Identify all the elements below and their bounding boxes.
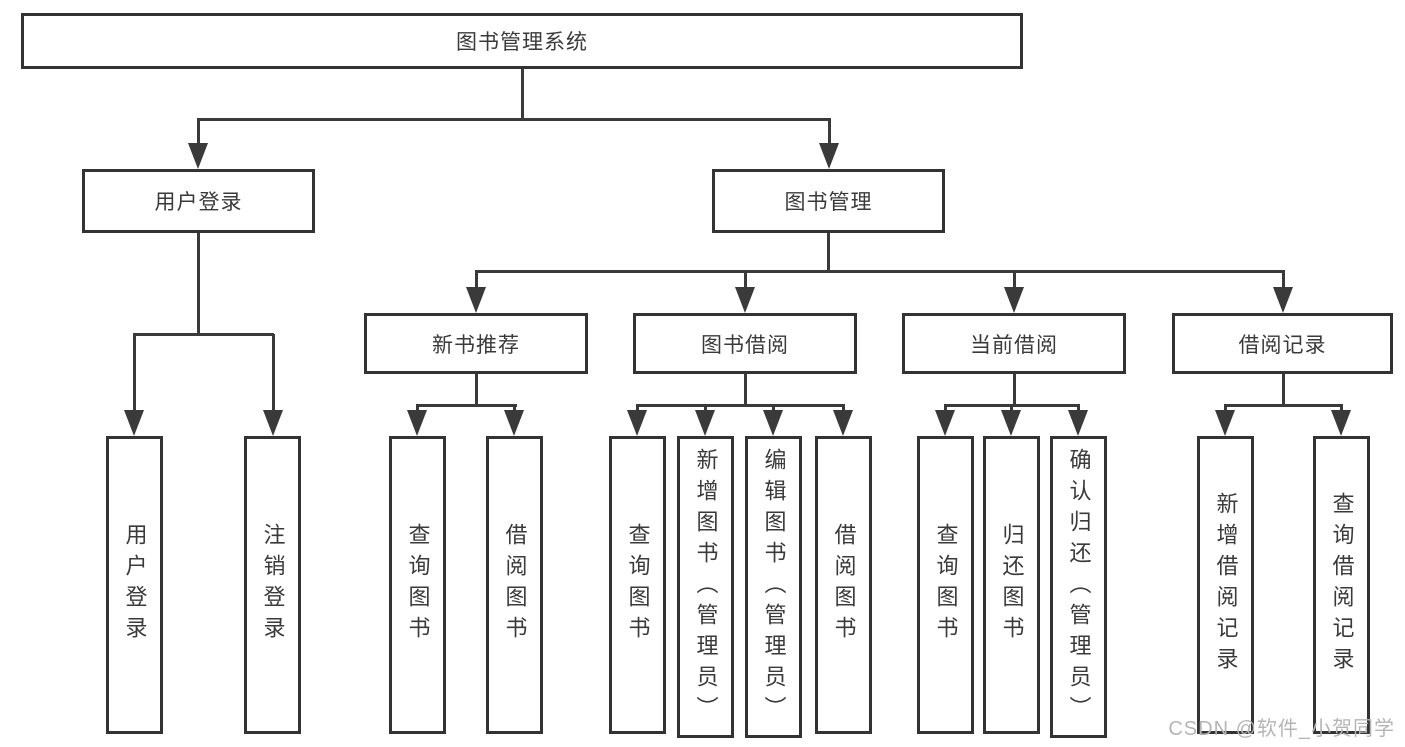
arrow-current-2 <box>1001 405 1021 436</box>
leaf-edit-books-admin: 编辑图书（管理员） <box>745 436 802 738</box>
arrow-to-new-books <box>466 271 486 313</box>
arrow-to-current <box>1004 271 1024 313</box>
arrow-to-leaf-logout <box>263 334 283 436</box>
connector-root-stem <box>521 69 524 119</box>
leaf-query-borrow-record: 查询借阅记录 <box>1313 436 1370 734</box>
node-label: 编辑图书（管理员） <box>761 447 787 727</box>
connector-root-rail <box>197 118 831 121</box>
leaf-query-books-3: 查询图书 <box>917 436 974 734</box>
connector-user-login-stem <box>196 233 200 336</box>
node-book-mgmt: 图书管理 <box>712 169 945 233</box>
arrow-borrow-2 <box>695 405 715 436</box>
connector-new-books-rail <box>415 404 517 407</box>
leaf-return-books: 归还图书 <box>983 436 1040 734</box>
arrow-current-3 <box>1068 405 1088 436</box>
leaf-query-books-2: 查询图书 <box>609 436 666 734</box>
node-label: 归还图书 <box>999 523 1025 647</box>
connector-records-stem <box>1281 374 1285 406</box>
connector-new-books-stem <box>474 374 478 406</box>
node-label: 查询图书 <box>405 523 431 647</box>
connector-book-mgmt-stem <box>827 233 830 273</box>
arrow-to-leaf-login <box>124 334 144 436</box>
node-label: 图书借阅 <box>701 333 789 357</box>
leaf-confirm-return-admin: 确认归还（管理员） <box>1050 436 1107 738</box>
node-label: 图书管理系统 <box>456 31 588 54</box>
connector-borrow-rail <box>635 404 845 407</box>
leaf-user-login: 用户登录 <box>106 436 163 734</box>
leaf-borrow-books-1: 借阅图书 <box>486 436 543 734</box>
node-label: 借阅图书 <box>502 523 528 647</box>
node-label: 用户登录 <box>122 523 148 647</box>
node-root-library-system: 图书管理系统 <box>21 13 1023 69</box>
node-borrow-records: 借阅记录 <box>1172 313 1393 374</box>
leaf-add-books-admin: 新增图书（管理员） <box>677 436 734 738</box>
arrow-borrow-3 <box>763 405 783 436</box>
node-label: 借阅图书 <box>831 523 857 647</box>
node-label: 查询图书 <box>625 523 651 647</box>
arrow-new-books-2 <box>504 405 524 436</box>
arrow-borrow-1 <box>627 405 647 436</box>
arrow-to-book-mgmt <box>819 119 839 169</box>
leaf-borrow-books-2: 借阅图书 <box>815 436 872 734</box>
node-label: 查询借阅记录 <box>1329 492 1355 678</box>
node-current-borrow: 当前借阅 <box>902 313 1126 374</box>
leaf-logout: 注销登录 <box>244 436 301 734</box>
node-label: 新书推荐 <box>432 333 520 357</box>
node-label: 新增图书（管理员） <box>693 447 719 727</box>
node-book-borrow: 图书借阅 <box>633 313 857 374</box>
connector-records-rail <box>1223 404 1343 407</box>
arrow-to-borrow <box>735 271 755 313</box>
node-new-books: 新书推荐 <box>364 313 588 374</box>
leaf-query-books-1: 查询图书 <box>389 436 446 734</box>
arrow-to-records <box>1273 271 1293 313</box>
node-label: 查询图书 <box>933 523 959 647</box>
node-user-login: 用户登录 <box>82 169 315 233</box>
arrow-to-user-login <box>188 119 208 169</box>
node-label: 借阅记录 <box>1238 333 1327 357</box>
node-label: 图书管理 <box>784 191 873 214</box>
node-label: 注销登录 <box>260 523 286 647</box>
node-label: 新增借阅记录 <box>1213 492 1239 678</box>
arrow-borrow-4 <box>833 405 853 436</box>
node-label: 用户登录 <box>154 191 243 214</box>
leaf-add-borrow-record: 新增借阅记录 <box>1197 436 1254 734</box>
connector-borrow-stem <box>743 374 747 406</box>
csdn-watermark: CSDN @软件_小贺同学 <box>1168 718 1395 740</box>
connector-user-login-rail <box>132 333 274 336</box>
arrow-records-1 <box>1215 405 1235 436</box>
connector-book-mgmt-rail <box>474 270 1285 273</box>
arrow-records-2 <box>1331 405 1351 436</box>
arrow-new-books-1 <box>407 405 427 436</box>
node-label: 当前借阅 <box>970 333 1058 357</box>
node-label: 确认归还（管理员） <box>1066 447 1092 727</box>
arrow-current-1 <box>935 405 955 436</box>
connector-current-stem <box>1012 374 1016 406</box>
